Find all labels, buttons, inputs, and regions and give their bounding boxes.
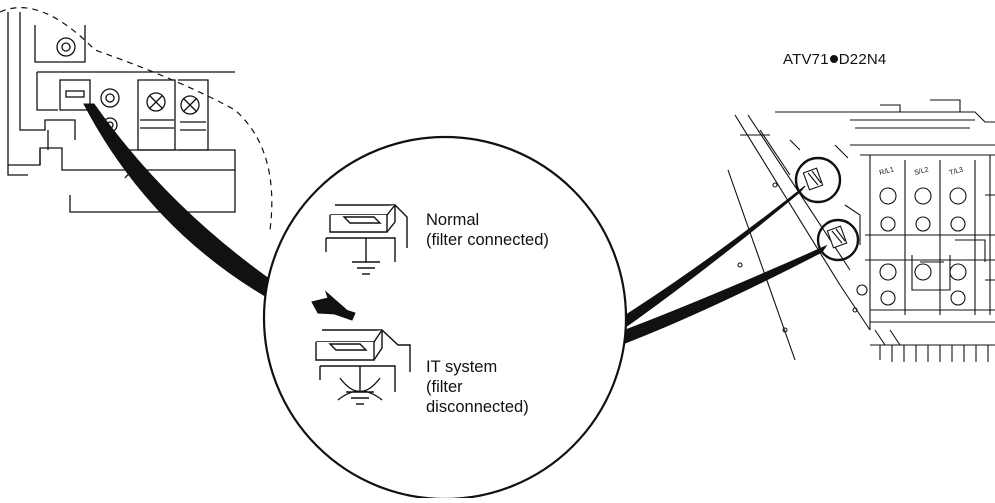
normal-label: Normal (filter connected) xyxy=(426,210,549,250)
ground-icon xyxy=(352,238,380,275)
it-system-label: IT system (filter disconnected) xyxy=(426,357,529,417)
it-system-subtitle-2: disconnected) xyxy=(426,398,529,416)
right-device-detail: R/L1 S/L2 T/L3 xyxy=(727,99,995,362)
left-device-detail xyxy=(0,7,273,231)
right-callout-band-lower xyxy=(611,244,828,349)
right-callout-band-upper xyxy=(608,185,806,340)
left-callout-band xyxy=(83,103,273,301)
callout-bands xyxy=(83,103,828,349)
push-arrow-icon xyxy=(311,290,356,321)
svg-text:S/L2: S/L2 xyxy=(914,166,930,177)
normal-title: Normal xyxy=(426,211,480,229)
jumper-normal-icon xyxy=(325,204,408,262)
zoom-circle xyxy=(262,135,628,501)
svg-text:T/L3: T/L3 xyxy=(949,167,964,177)
normal-subtitle: (filter connected) xyxy=(426,231,549,249)
bullet-icon xyxy=(829,55,838,64)
it-system-subtitle-1: (filter xyxy=(426,378,463,396)
ground-crossed-icon xyxy=(337,366,383,405)
it-system-title: IT system xyxy=(426,358,498,376)
jumper-it-icon xyxy=(315,329,411,392)
svg-text:R/L1: R/L1 xyxy=(879,166,895,177)
